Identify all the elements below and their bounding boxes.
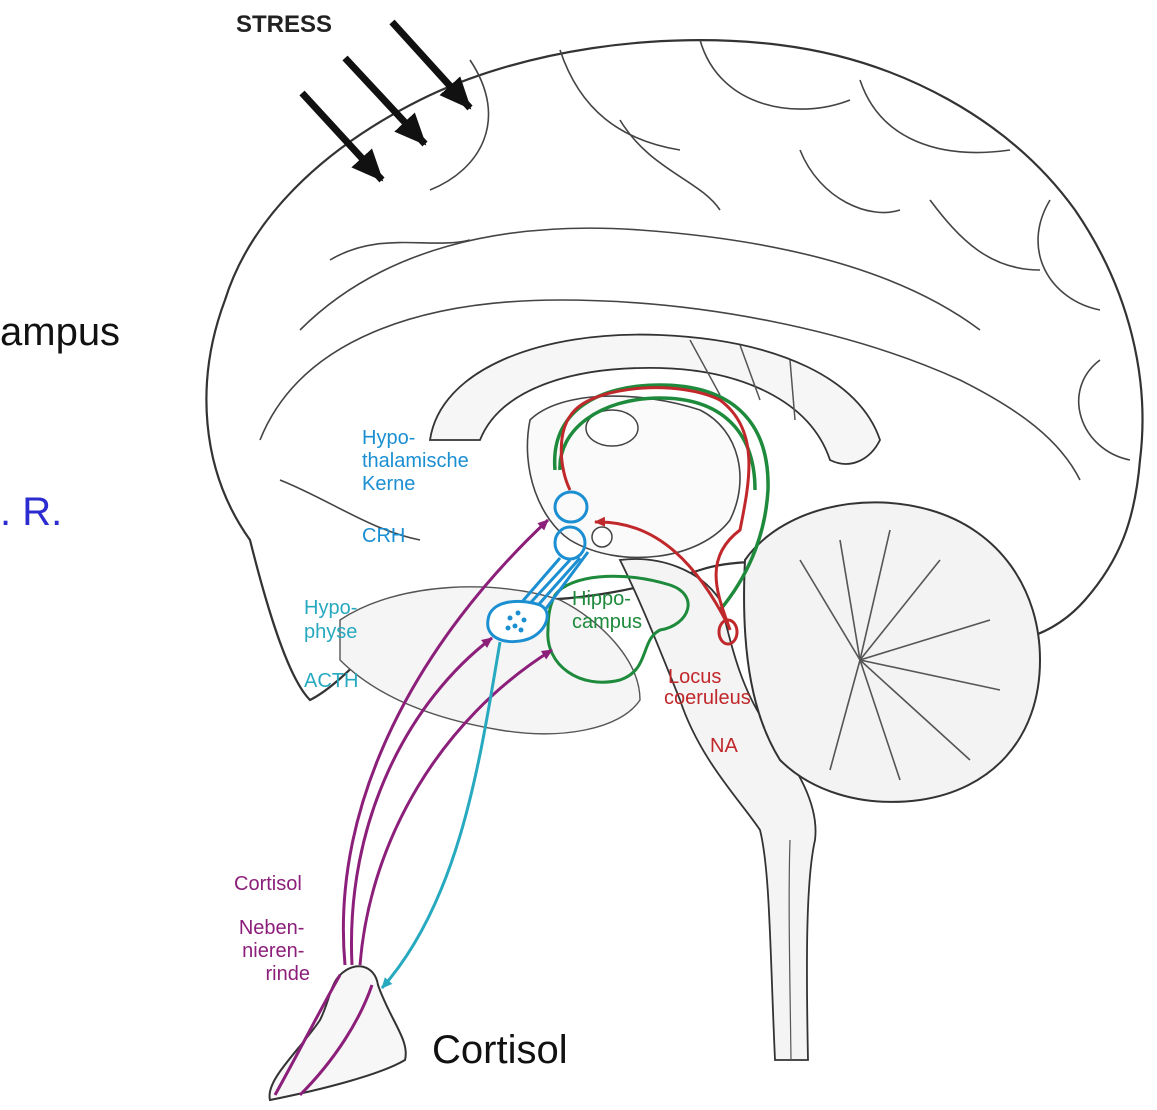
hippocampus-label: Hippo- campus (572, 588, 642, 633)
nebenniere-label: Neben- nieren- rinde (239, 917, 310, 985)
na-label: NA (710, 735, 738, 757)
acth-label: ACTH (304, 670, 358, 692)
mammillary-body (592, 527, 612, 547)
stress-label: STRESS (236, 11, 332, 38)
crh-label: CRH (362, 525, 405, 547)
cortisol-label: Cortisol (234, 873, 302, 895)
